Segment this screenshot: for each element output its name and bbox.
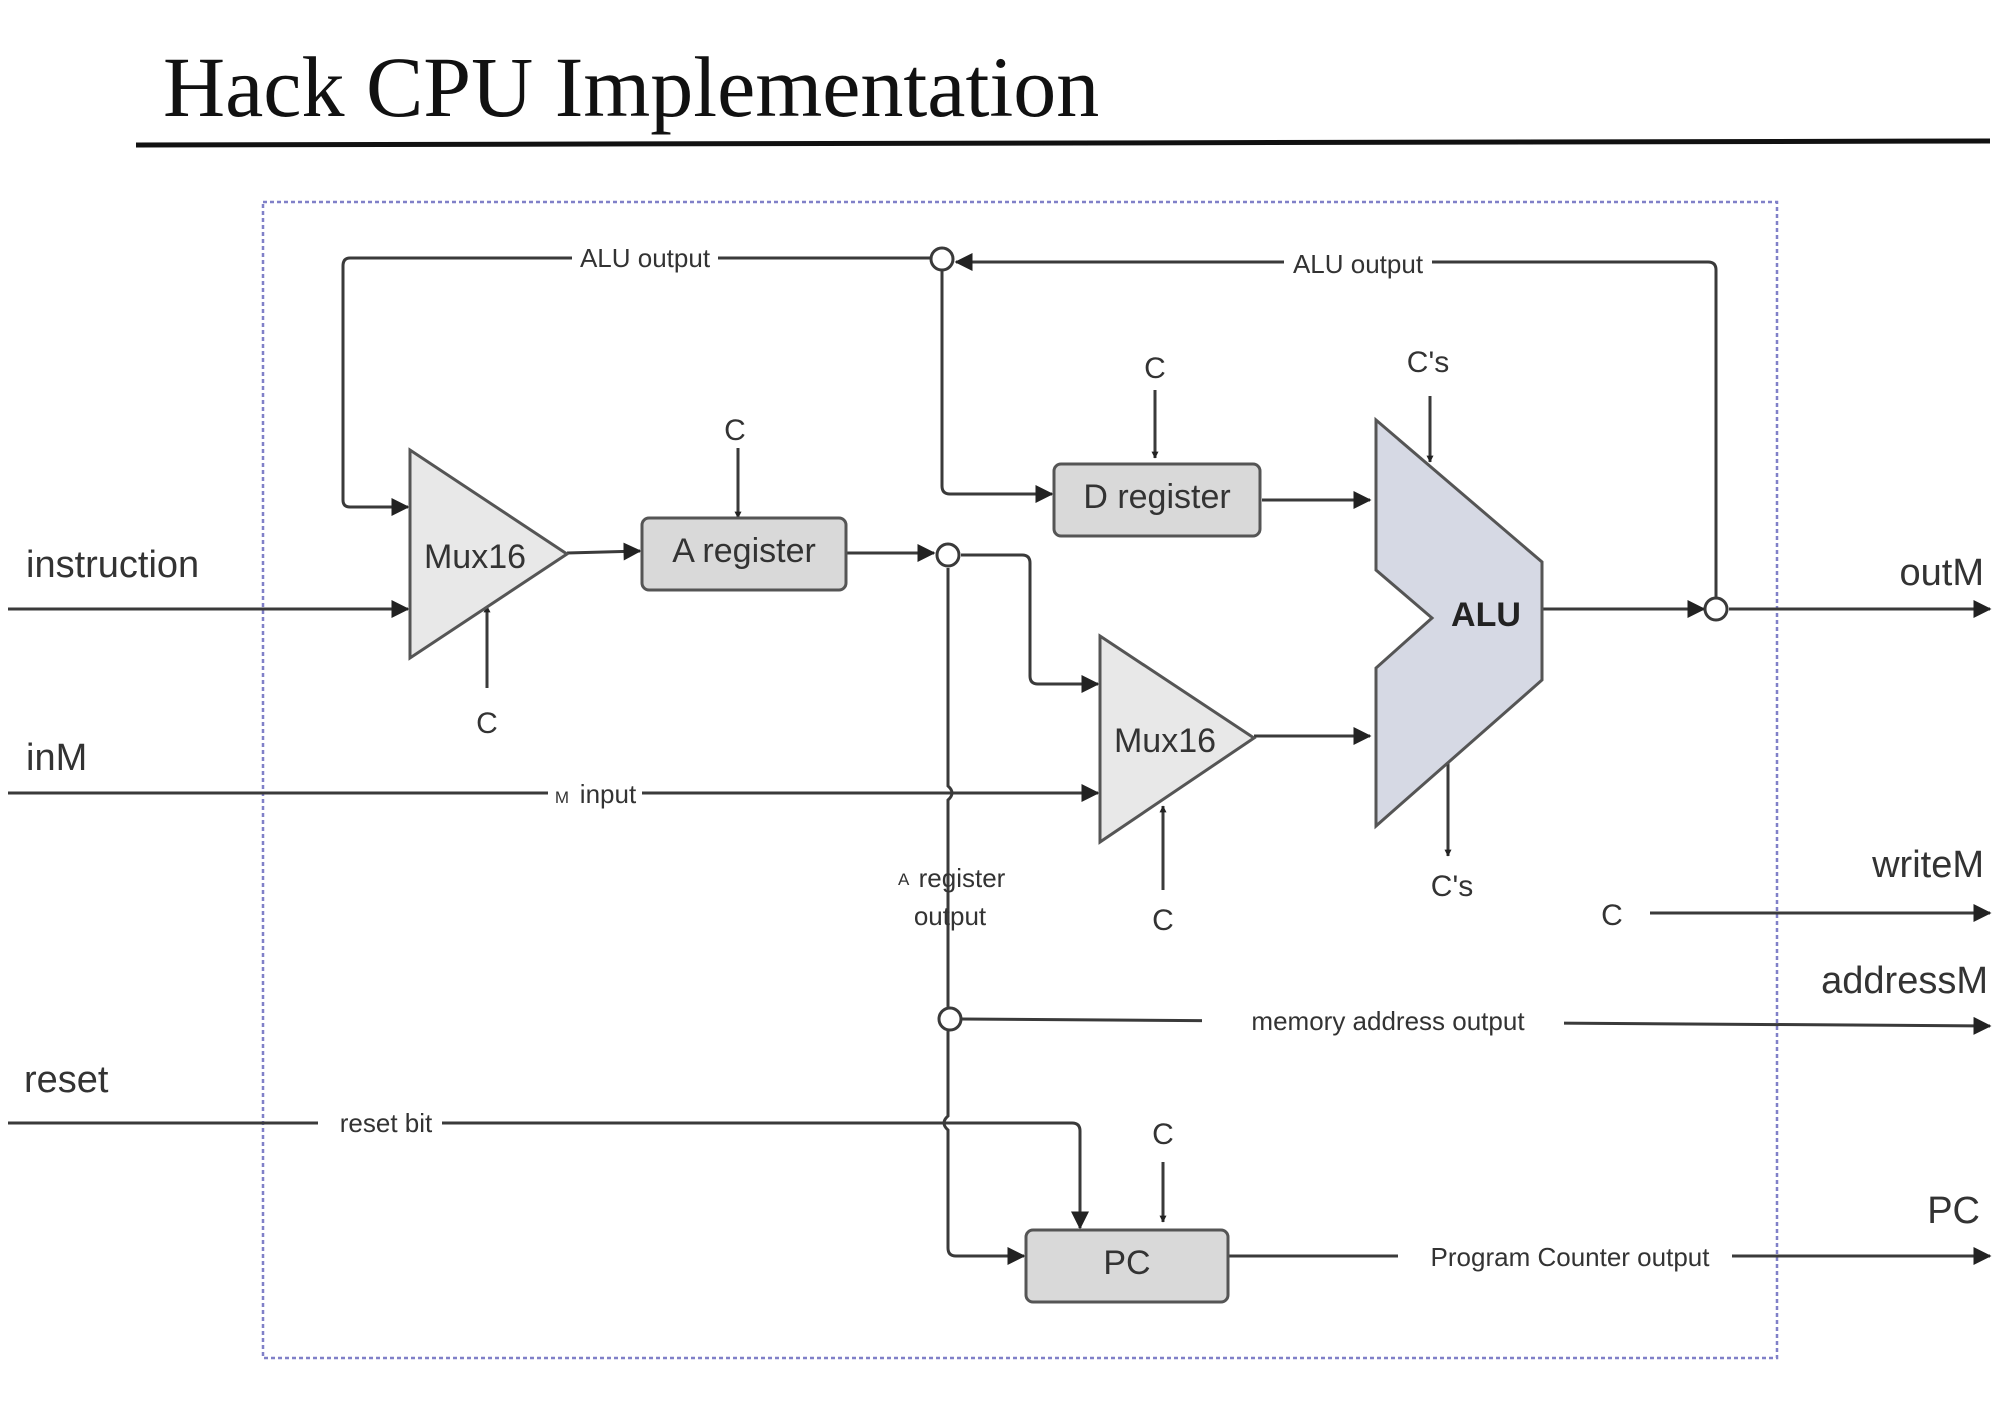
label-alu-output-left: ALU output bbox=[572, 242, 718, 274]
port-addressm: addressM bbox=[1821, 960, 1988, 1002]
mux16-alu-label: Mux16 bbox=[1114, 722, 1216, 760]
svg-text:memory address output: memory address output bbox=[1251, 1006, 1525, 1036]
port-pc: PC bbox=[1927, 1190, 1980, 1232]
svg-text:ALU output: ALU output bbox=[580, 243, 711, 273]
page-title: Hack CPU Implementation bbox=[163, 39, 1099, 135]
control-label-alu-in: C's bbox=[1407, 346, 1449, 379]
control-label-alu-out: C's bbox=[1431, 870, 1473, 903]
label-a-register-output: A register output bbox=[898, 863, 1006, 931]
node-alu-out bbox=[1703, 596, 1729, 622]
alu bbox=[1374, 416, 1544, 830]
control-label-writem: C bbox=[1601, 899, 1623, 932]
svg-text:output: output bbox=[914, 901, 987, 931]
label-program-counter-output: Program Counter output bbox=[1398, 1240, 1732, 1274]
wire-reset bbox=[8, 1121, 1089, 1230]
port-reset: reset bbox=[24, 1059, 109, 1101]
wire-alu-to-d-register bbox=[940, 270, 1054, 503]
svg-text:input: input bbox=[580, 779, 637, 809]
node-memory-address bbox=[937, 1006, 963, 1032]
cpu-boundary bbox=[261, 200, 1779, 1360]
port-outm: outM bbox=[1900, 552, 1984, 594]
svg-text:reset bit: reset bit bbox=[340, 1108, 433, 1138]
control-label-mux-a: C bbox=[476, 707, 498, 740]
svg-text:A: A bbox=[898, 870, 910, 889]
port-writem: writeM bbox=[1871, 844, 1984, 886]
label-memory-address-output: memory address output bbox=[1202, 1004, 1564, 1038]
title-underline bbox=[135, 138, 1991, 148]
node-alu-feedback bbox=[929, 246, 955, 272]
wire-alu-to-mux-a bbox=[341, 256, 930, 516]
control-label-mux-alu: C bbox=[1152, 904, 1174, 937]
mux16-a bbox=[408, 447, 570, 661]
mux16-a-label: Mux16 bbox=[424, 538, 526, 576]
mux16-alu bbox=[1098, 633, 1257, 845]
wire-a-to-pc bbox=[942, 1031, 1026, 1265]
wire-a-to-mux-alu bbox=[961, 553, 1100, 693]
wire-alu-output-feedback bbox=[954, 253, 1718, 606]
a-register bbox=[640, 516, 848, 592]
d-register-label: D register bbox=[1083, 478, 1230, 516]
label-m-input: M input bbox=[548, 776, 642, 810]
svg-text:register: register bbox=[919, 863, 1006, 893]
d-register bbox=[1052, 462, 1262, 538]
pc-register-label: PC bbox=[1103, 1244, 1150, 1282]
pc-register bbox=[1024, 1228, 1230, 1304]
wire-a-register-output bbox=[946, 568, 954, 1007]
svg-text:ALU output: ALU output bbox=[1293, 249, 1424, 279]
svg-text:Program Counter output: Program Counter output bbox=[1431, 1242, 1711, 1272]
a-register-label: A register bbox=[672, 532, 816, 570]
node-a-register-out bbox=[935, 542, 961, 568]
label-reset-bit: reset bit bbox=[318, 1108, 442, 1140]
wire-mux-a-to-a-register bbox=[566, 542, 642, 561]
label-alu-output-right: ALU output bbox=[1284, 248, 1432, 280]
control-label-pc: C bbox=[1152, 1118, 1174, 1151]
alu-label: ALU bbox=[1451, 596, 1521, 634]
port-inm: inM bbox=[26, 737, 87, 779]
control-label-a-register: C bbox=[724, 414, 746, 447]
port-instruction: instruction bbox=[26, 544, 199, 586]
svg-text:M: M bbox=[555, 788, 569, 807]
control-label-d-register: C bbox=[1144, 352, 1166, 385]
